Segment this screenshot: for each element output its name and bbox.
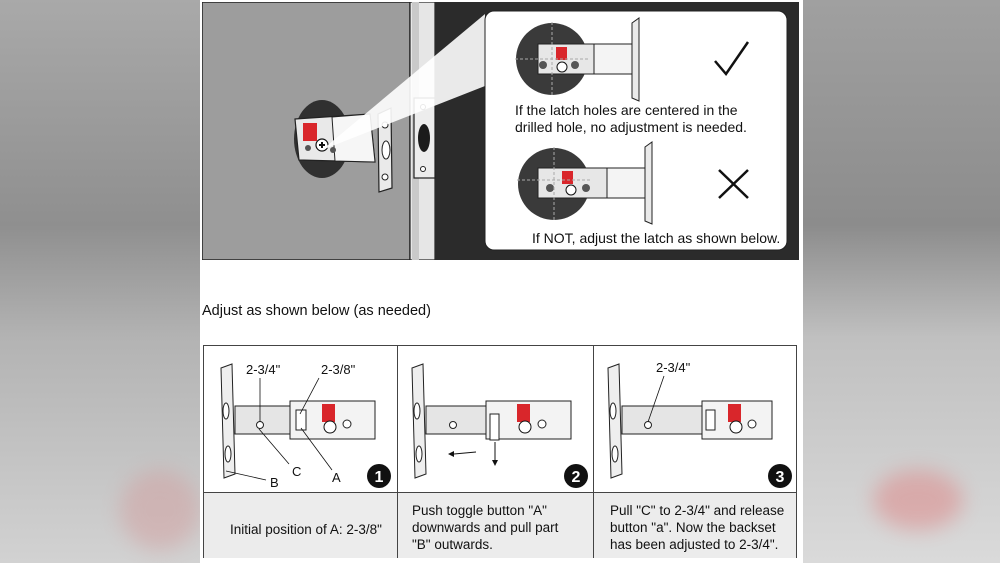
- sticker: [303, 123, 317, 141]
- label-c: C: [292, 464, 301, 479]
- svg-text:2: 2: [572, 469, 581, 486]
- background-left: [0, 0, 200, 563]
- wrong-latch-example: [517, 141, 653, 225]
- svg-text:1: 1: [375, 469, 384, 486]
- label-a: A: [332, 470, 341, 485]
- step-3-illustration: 2-3/4" 3: [594, 346, 797, 492]
- step-2-text: Push toggle button "A" downwards and pul…: [398, 492, 593, 558]
- step-number-badge: [564, 464, 588, 488]
- instruction-page: If the latch holes are centered in the d…: [200, 0, 803, 563]
- label-2-3-4: 2-3/4": [246, 362, 281, 377]
- latch-check-figure: If the latch holes are centered in the d…: [201, 1, 799, 261]
- svg-text:3: 3: [776, 469, 785, 486]
- label-2-3-4: 2-3/4": [656, 360, 691, 375]
- background-right: [803, 0, 1000, 563]
- check-mark-icon: [714, 41, 750, 77]
- caption-not-centered: If NOT, adjust the latch as shown below.: [532, 230, 781, 246]
- step-2-illustration: 2: [398, 346, 593, 492]
- label-2-3-8: 2-3/8": [321, 362, 356, 377]
- correct-latch-example: [515, 17, 640, 102]
- label-b: B: [270, 475, 279, 490]
- caption-centered: If the latch holes are centered in the d…: [515, 102, 747, 135]
- steps-table: 2-3/4" 2-3/8" C A B 1: [203, 345, 797, 558]
- step-1-illustration: 2-3/4" 2-3/8" C A B 1: [204, 346, 397, 492]
- step-1-text: Initial position of A: 2-3/8": [204, 492, 397, 558]
- step-number-badge: [367, 464, 391, 488]
- step-3-text: Pull "C" to 2-3/4" and release button "a…: [594, 492, 796, 558]
- step-number-badge: [768, 464, 792, 488]
- adjust-heading: Adjust as shown below (as needed): [202, 303, 431, 319]
- cross-mark-icon: [718, 169, 749, 199]
